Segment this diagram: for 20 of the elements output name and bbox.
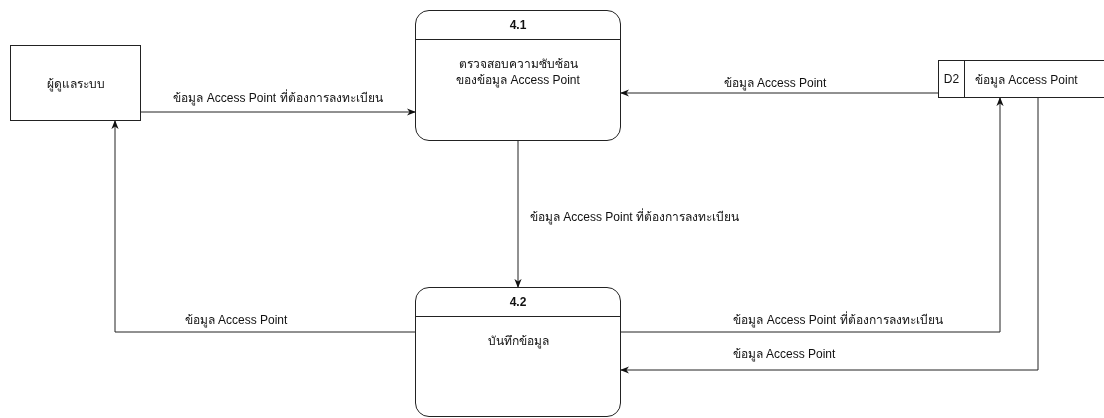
edge-label: ข้อมูล Access Point ที่ต้องการลงทะเบียน bbox=[528, 206, 742, 226]
process-number: 4.2 bbox=[509, 295, 527, 309]
process-name: ตรวจสอบความซับซ้อน ของข้อมูล Access Point bbox=[455, 56, 581, 90]
edge-label: ข้อมูล Access Point ที่ต้องการลงทะเบียน bbox=[731, 309, 945, 329]
store-name: ข้อมูล Access Point bbox=[975, 71, 1078, 89]
process-box bbox=[415, 287, 621, 417]
data-flow-arrow bbox=[620, 97, 1039, 374]
data-flow-arrow bbox=[620, 89, 939, 97]
data-store bbox=[938, 60, 1104, 98]
data-flow-arrow bbox=[111, 120, 416, 333]
edge-label: ข้อมูล Access Point ที่ต้องการลงทะเบียน bbox=[171, 87, 385, 107]
store-id: D2 bbox=[943, 72, 960, 86]
data-flow-arrow bbox=[620, 97, 1004, 333]
process-number: 4.1 bbox=[509, 18, 527, 32]
external-entity-box bbox=[10, 45, 141, 121]
entity-name: ผู้ดูแลระบบ bbox=[46, 75, 105, 93]
data-flow-arrow bbox=[514, 140, 522, 288]
process-name: บันทึกข้อมูล bbox=[487, 333, 549, 351]
data-flow-arrow bbox=[140, 108, 416, 116]
process-box bbox=[415, 10, 621, 141]
